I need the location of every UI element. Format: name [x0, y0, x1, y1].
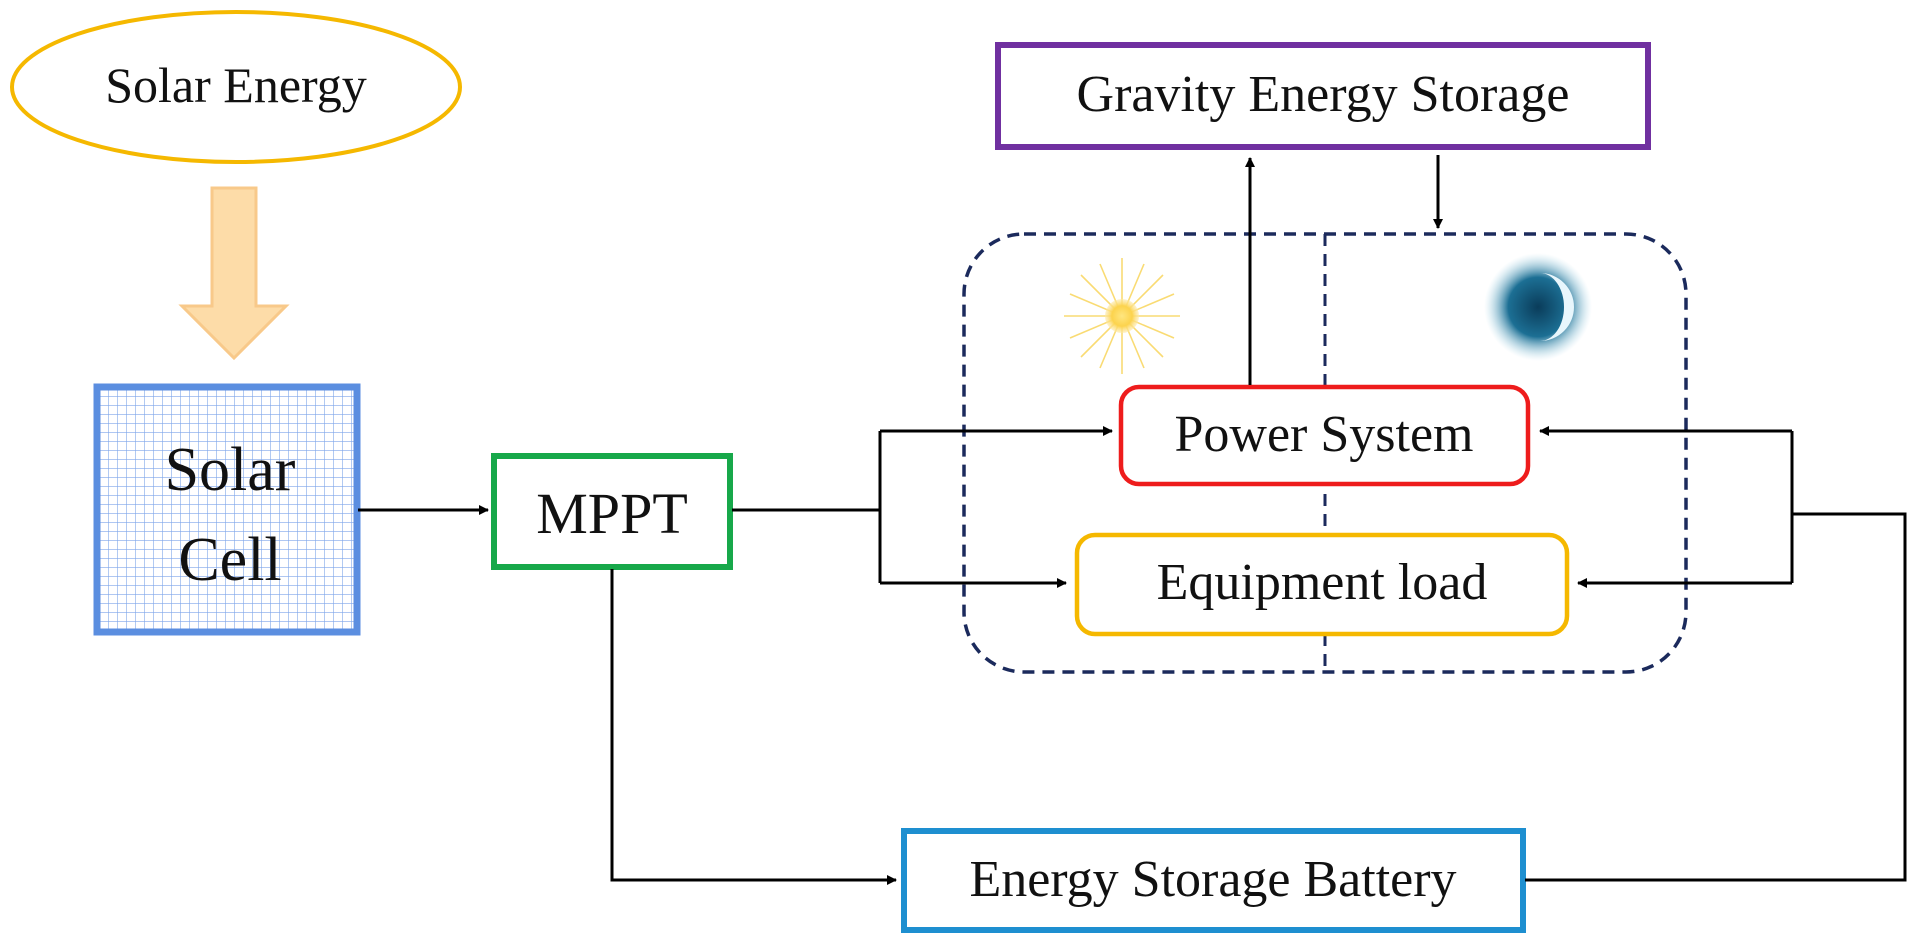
- solar-cell-label-line2: Cell: [178, 526, 281, 594]
- mppt-node: MPPT: [491, 453, 733, 570]
- solar-cell-node: Solar Cell: [93, 383, 361, 636]
- solar-energy-node: Solar Energy: [10, 10, 462, 164]
- gravity-storage-label: Gravity Energy Storage: [1077, 66, 1570, 123]
- solar-cell-label-line1: Solar: [165, 436, 296, 504]
- connector-mppt-to-battery: [610, 569, 897, 885]
- gravity-storage-node: Gravity Energy Storage: [995, 42, 1651, 150]
- equipment-load-node: Equipment load: [1074, 532, 1570, 637]
- equipment-load-label: Equipment load: [1157, 554, 1488, 611]
- connector-battery-to-right: [1525, 512, 1907, 882]
- power-system-node: Power System: [1118, 384, 1531, 487]
- down-arrow-icon: [178, 186, 290, 361]
- moon-icon: [1484, 253, 1592, 361]
- solar-energy-label: Solar Energy: [105, 57, 367, 113]
- sun-icon: [1064, 258, 1180, 374]
- battery-label: Energy Storage Battery: [969, 851, 1456, 908]
- mppt-label: MPPT: [536, 481, 688, 546]
- battery-node: Energy Storage Battery: [901, 828, 1526, 933]
- power-system-label: Power System: [1175, 406, 1474, 463]
